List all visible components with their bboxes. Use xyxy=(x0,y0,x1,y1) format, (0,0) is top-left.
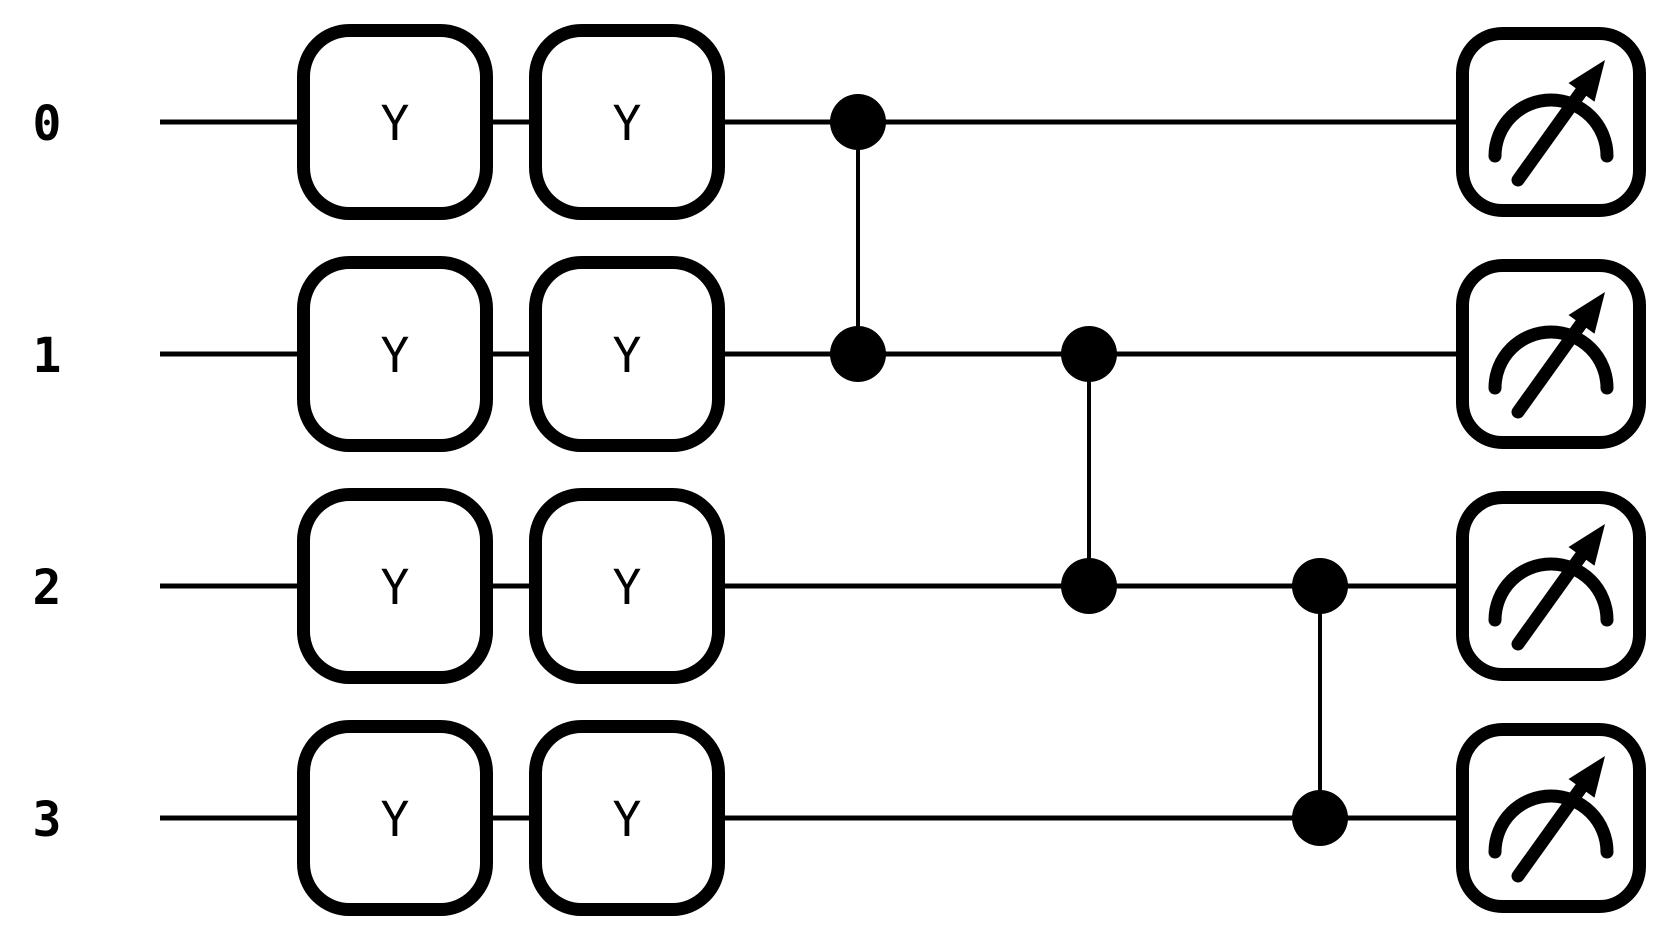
qubit-label: 0 xyxy=(33,96,62,152)
measurement-gauge-icon xyxy=(1488,524,1614,651)
measurement-gate-box xyxy=(1456,491,1646,681)
gauge-needle-arrowhead xyxy=(1568,756,1605,798)
qubit-label: 3 xyxy=(33,792,62,848)
cz-gate xyxy=(1292,558,1348,846)
measurement-gate-box xyxy=(1456,27,1646,217)
y-gate: Y xyxy=(529,24,725,220)
gate-box xyxy=(529,488,725,684)
gate-box xyxy=(529,24,725,220)
y-gate: Y xyxy=(297,24,493,220)
gate-box xyxy=(297,24,493,220)
measurement-gate xyxy=(1456,491,1646,681)
cz-control-dot xyxy=(1292,558,1348,614)
gate-box xyxy=(529,256,725,452)
gate-label: Y xyxy=(381,96,410,152)
gauge-needle xyxy=(1511,549,1588,651)
gate-box xyxy=(297,488,493,684)
gauge-needle xyxy=(1511,85,1588,187)
measurement-gauge-icon xyxy=(1488,292,1614,419)
gate-label: Y xyxy=(613,560,642,616)
gate-label: Y xyxy=(381,792,410,848)
y-gate: Y xyxy=(297,720,493,916)
gauge-arc xyxy=(1488,93,1614,163)
gauge-needle xyxy=(1511,317,1588,419)
gate-label: Y xyxy=(613,792,642,848)
qubit-label: 1 xyxy=(33,328,62,384)
gauge-needle-arrowhead xyxy=(1568,60,1605,102)
measurement-gate-box xyxy=(1456,723,1646,913)
cz-control-dot xyxy=(1061,558,1117,614)
gate-label: Y xyxy=(381,328,410,384)
gauge-arc xyxy=(1488,557,1614,627)
measurement-gauge-icon xyxy=(1488,60,1614,187)
y-gate: Y xyxy=(529,256,725,452)
gate-label: Y xyxy=(613,96,642,152)
y-gate: Y xyxy=(297,488,493,684)
gauge-arc xyxy=(1488,789,1614,859)
gate-box xyxy=(297,720,493,916)
cz-control-dot xyxy=(830,94,886,150)
gauge-needle-arrowhead xyxy=(1568,292,1605,334)
measurement-gauge-icon xyxy=(1488,756,1614,883)
gate-label: Y xyxy=(613,328,642,384)
gate-label: Y xyxy=(381,560,410,616)
y-gate: Y xyxy=(529,720,725,916)
y-gate: Y xyxy=(297,256,493,452)
gauge-arc xyxy=(1488,325,1614,395)
gate-box xyxy=(297,256,493,452)
cz-gate xyxy=(1061,326,1117,614)
measurement-gate xyxy=(1456,259,1646,449)
cz-control-dot xyxy=(1061,326,1117,382)
measurement-gate xyxy=(1456,27,1646,217)
cz-control-dot xyxy=(830,326,886,382)
cz-gate xyxy=(830,94,886,382)
qubit-label: 2 xyxy=(33,560,62,616)
measurement-gate-box xyxy=(1456,259,1646,449)
gate-box xyxy=(529,720,725,916)
measurement-gate xyxy=(1456,723,1646,913)
gauge-needle-arrowhead xyxy=(1568,524,1605,566)
y-gate: Y xyxy=(529,488,725,684)
cz-control-dot xyxy=(1292,790,1348,846)
gauge-needle xyxy=(1511,781,1588,883)
